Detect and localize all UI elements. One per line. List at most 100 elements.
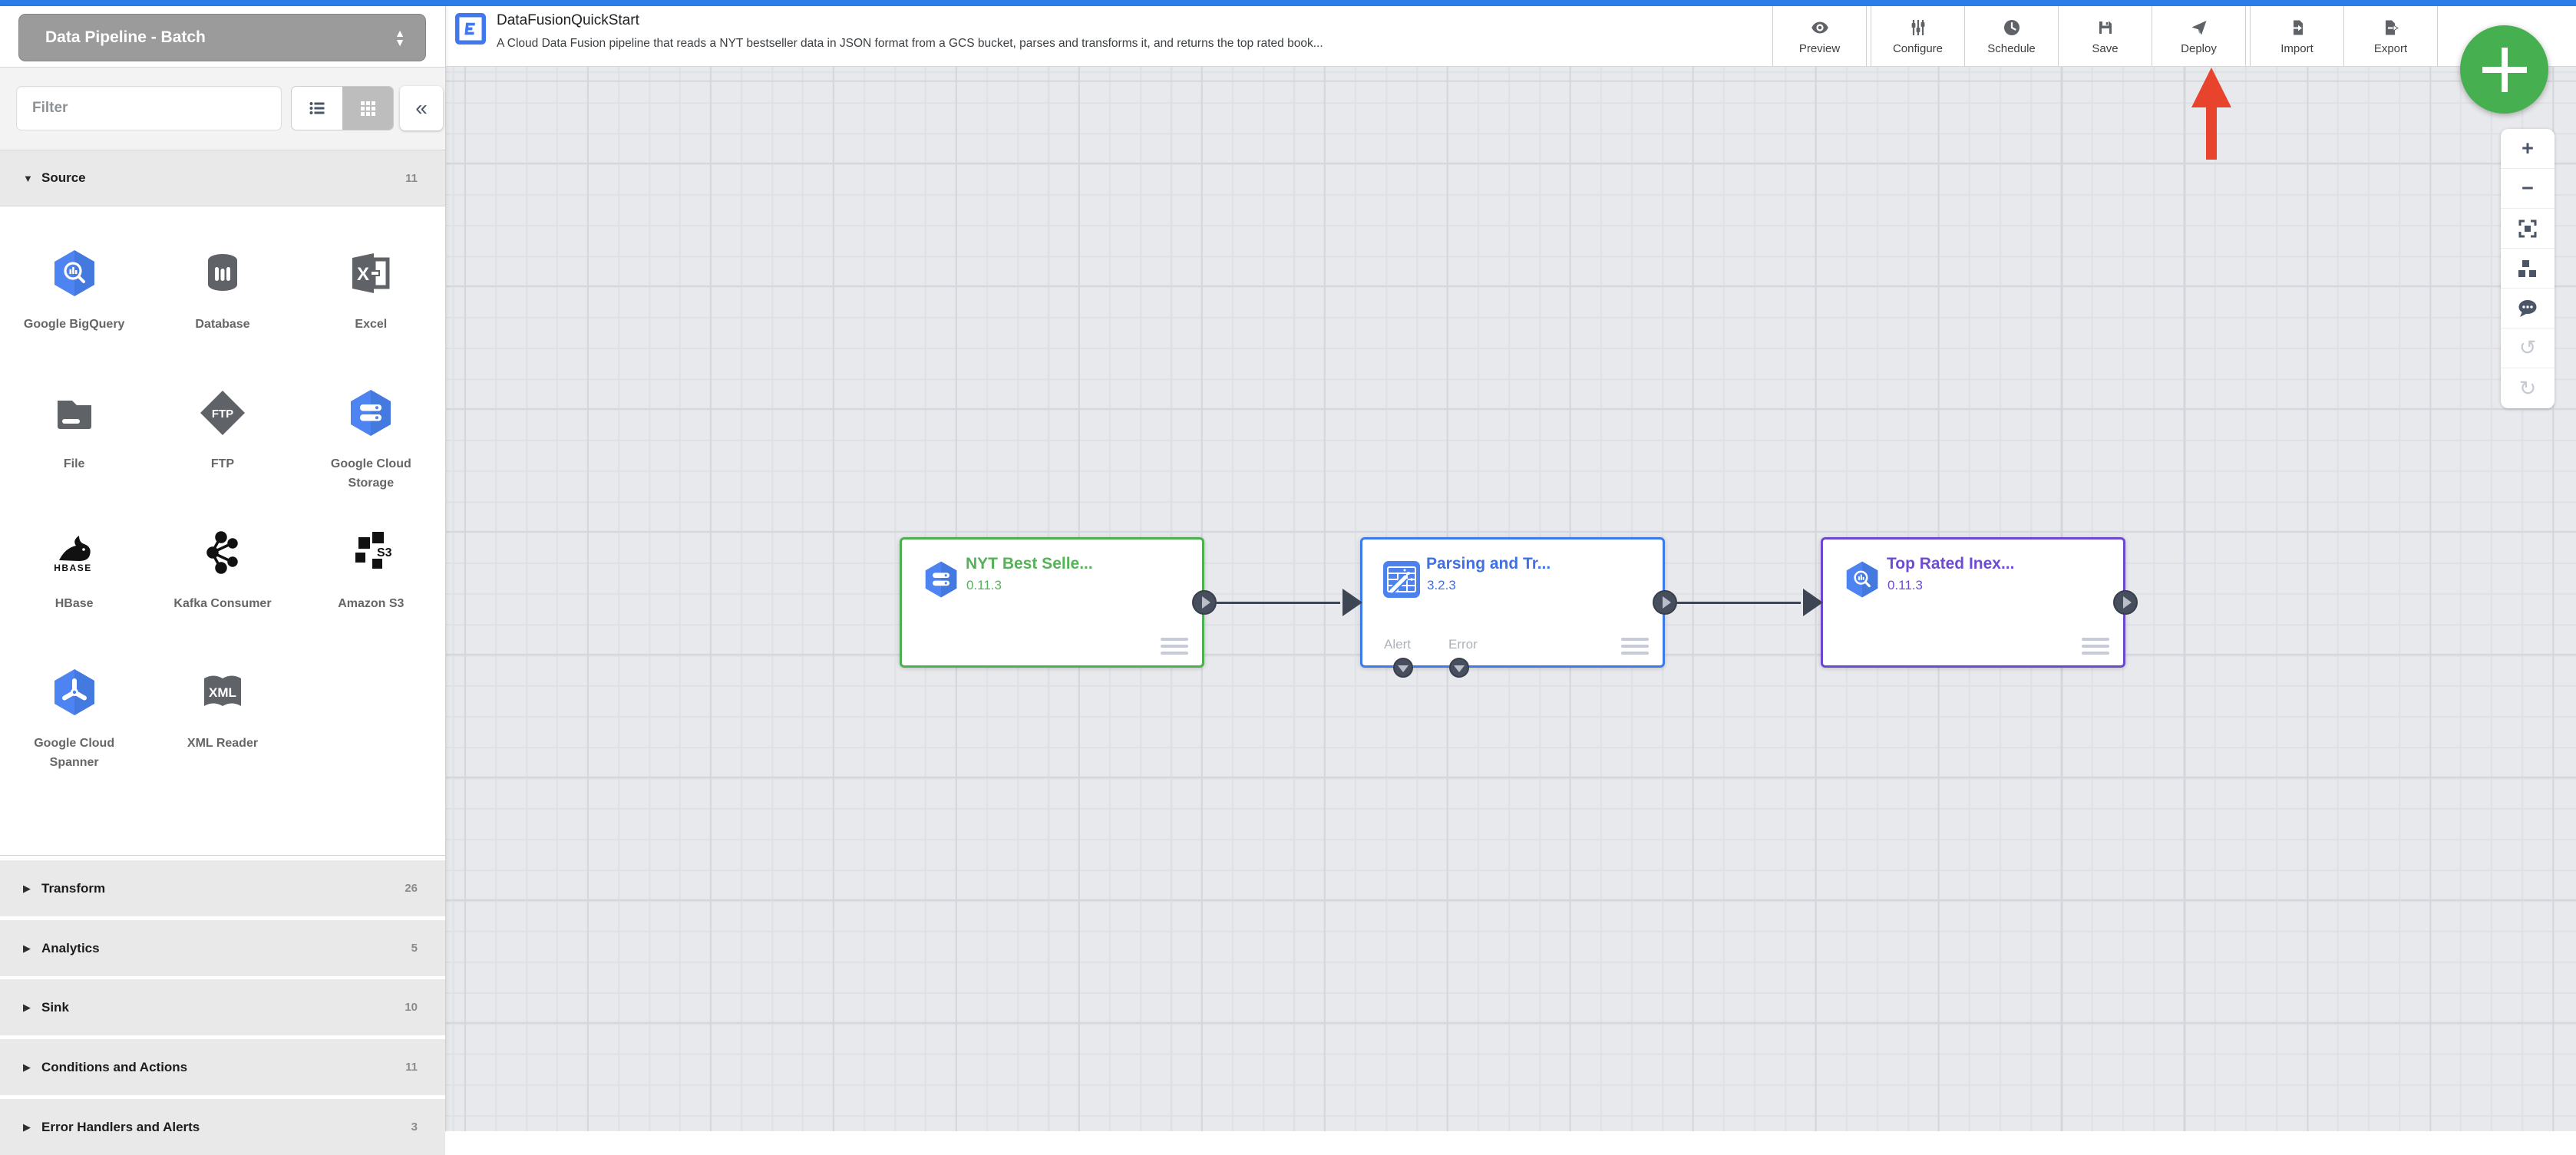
paper-plane-icon <box>2191 20 2206 35</box>
pipeline-title: DataFusionQuickStart <box>497 12 639 28</box>
play-icon <box>1201 596 1210 609</box>
node-menu-icon[interactable] <box>2082 638 2109 655</box>
export-button[interactable]: Export <box>2344 6 2437 67</box>
plugin-label: Kafka Consumer <box>173 597 272 610</box>
section-label: Source <box>41 170 86 185</box>
plugin-label: Database <box>195 318 250 331</box>
pipeline-type-select[interactable]: Data Pipeline - Batch ▲▼ <box>18 14 426 61</box>
minus-icon: − <box>2522 177 2534 200</box>
plugin-label: Google BigQuery <box>23 318 125 331</box>
list-view-button[interactable] <box>292 87 342 130</box>
sidebar-section-analytics[interactable]: ▶ Analytics 5 <box>0 920 445 976</box>
output-port[interactable] <box>1653 590 1677 615</box>
play-icon <box>1662 596 1671 609</box>
save-icon <box>2099 21 2112 34</box>
pipeline-type-value: Data Pipeline - Batch <box>45 28 206 46</box>
plugin-ftp[interactable]: FTP FTP <box>148 355 296 494</box>
svg-text:X: X <box>357 264 369 285</box>
plugin-label: Excel <box>355 318 388 331</box>
node-title: Parsing and Tr... <box>1426 555 1551 573</box>
divider <box>0 855 445 856</box>
grid-view-button[interactable] <box>342 87 393 130</box>
configure-button[interactable]: Configure <box>1871 6 1964 67</box>
schedule-button[interactable]: Schedule <box>1965 6 2058 67</box>
gcs-icon <box>925 561 957 598</box>
sidebar-section-sink[interactable]: ▶ Sink 10 <box>0 979 445 1035</box>
output-port[interactable] <box>2113 590 2138 615</box>
gcs-icon <box>351 390 391 436</box>
wrangler-icon <box>1383 561 1420 598</box>
edge-node1-node2 <box>1217 602 1340 604</box>
save-button[interactable]: Save <box>2059 6 2152 67</box>
node-menu-icon[interactable] <box>1161 638 1188 655</box>
s3-icon: S3 <box>355 532 392 569</box>
import-button[interactable]: Import <box>2251 6 2343 67</box>
add-entity-fab[interactable] <box>2460 25 2548 114</box>
plugin-label: XML Reader <box>187 737 259 750</box>
caret-right-icon: ▶ <box>23 1120 31 1133</box>
hbase-icon: HBASE <box>54 536 92 573</box>
node-version: 0.11.3 <box>966 578 1002 592</box>
node-top-rated-inexpensive[interactable]: Top Rated Inex... 0.11.3 <box>1803 537 2138 668</box>
bigquery-icon <box>1846 561 1878 598</box>
spanner-icon <box>54 669 94 715</box>
preview-button[interactable]: Preview <box>1773 6 1866 67</box>
node-menu-icon[interactable] <box>1621 638 1649 655</box>
ftp-icon: FTP <box>200 391 245 435</box>
plugin-kafka-consumer[interactable]: Kafka Consumer <box>148 494 296 634</box>
plugin-label: Amazon S3 <box>338 597 405 610</box>
sidebar-section-error-handlers[interactable]: ▶ Error Handlers and Alerts 3 <box>0 1099 445 1155</box>
node-title: Top Rated Inex... <box>1887 555 2015 573</box>
caret-right-icon: ▶ <box>23 882 31 894</box>
comments-button[interactable] <box>2501 289 2555 328</box>
plugin-google-cloud-storage[interactable]: Google Cloud Storage <box>297 355 445 494</box>
zoom-out-button[interactable]: − <box>2501 169 2555 209</box>
plugin-amazon-s3[interactable]: S3 Amazon S3 <box>297 494 445 634</box>
node-parsing-and-transform[interactable]: Parsing and Tr... 3.2.3 Alert Error <box>1342 537 1677 678</box>
pipeline-canvas[interactable]: NYT Best Selle... 0.11.3 Parsing and Tr.… <box>446 67 2576 1131</box>
section-count: 11 <box>405 171 418 185</box>
error-port[interactable] <box>1449 658 1469 678</box>
filter-input[interactable] <box>16 86 282 130</box>
sidebar-section-transform[interactable]: ▶ Transform 26 <box>0 860 445 916</box>
list-view-icon <box>309 102 324 114</box>
plugin-label: FTP <box>210 457 235 470</box>
undo-icon: ↺ <box>2518 336 2537 359</box>
sidebar-toolbar: « <box>0 67 445 150</box>
alert-port[interactable] <box>1393 658 1413 678</box>
sidebar-section-source[interactable]: ▼ Source 11 <box>0 150 445 206</box>
fit-to-screen-button[interactable] <box>2501 209 2555 249</box>
xml-icon: XML <box>203 675 241 706</box>
collapse-sidebar-button[interactable]: « <box>400 86 443 130</box>
auto-align-button[interactable] <box>2501 249 2555 289</box>
svg-text:HBASE: HBASE <box>54 563 92 573</box>
edge-node2-node3 <box>1677 602 1801 604</box>
output-port[interactable] <box>1192 590 1217 615</box>
plugin-database[interactable]: Database <box>148 215 296 355</box>
fit-to-screen-icon <box>2518 219 2537 237</box>
plugin-excel[interactable]: X Excel <box>297 215 445 355</box>
plugin-hbase[interactable]: HBASE HBase <box>0 494 148 634</box>
zoom-in-button[interactable]: + <box>2501 129 2555 169</box>
plugin-file[interactable]: File <box>0 355 148 494</box>
sidebar-section-conditions-and-actions[interactable]: ▶ Conditions and Actions 11 <box>0 1039 445 1095</box>
plugin-google-cloud-spanner[interactable]: Google Cloud Spanner <box>0 634 148 774</box>
plugin-label: File <box>63 457 85 470</box>
auto-align-icon <box>2518 259 2536 277</box>
redo-button[interactable]: ↻ <box>2501 368 2555 408</box>
pipeline-description: A Cloud Data Fusion pipeline that reads … <box>497 37 1323 50</box>
comment-icon <box>2518 299 2537 317</box>
undo-button[interactable]: ↺ <box>2501 328 2555 368</box>
plugin-label: Google Cloud Spanner <box>34 737 115 769</box>
clock-icon <box>2003 19 2020 35</box>
sliders-icon <box>1911 19 1924 35</box>
play-icon <box>2122 596 2132 609</box>
select-caret-icon: ▲▼ <box>395 27 405 48</box>
caret-right-icon: ▶ <box>23 1061 31 1073</box>
node-nyt-best-sellers[interactable]: NYT Best Selle... 0.11.3 <box>900 537 1217 668</box>
plugin-google-bigquery[interactable]: Google BigQuery <box>0 215 148 355</box>
triangle-down-icon <box>1398 665 1409 672</box>
node-title: NYT Best Selle... <box>966 555 1093 573</box>
deploy-button[interactable]: Deploy <box>2152 6 2245 67</box>
plugin-xml-reader[interactable]: XML XML Reader <box>148 634 296 774</box>
